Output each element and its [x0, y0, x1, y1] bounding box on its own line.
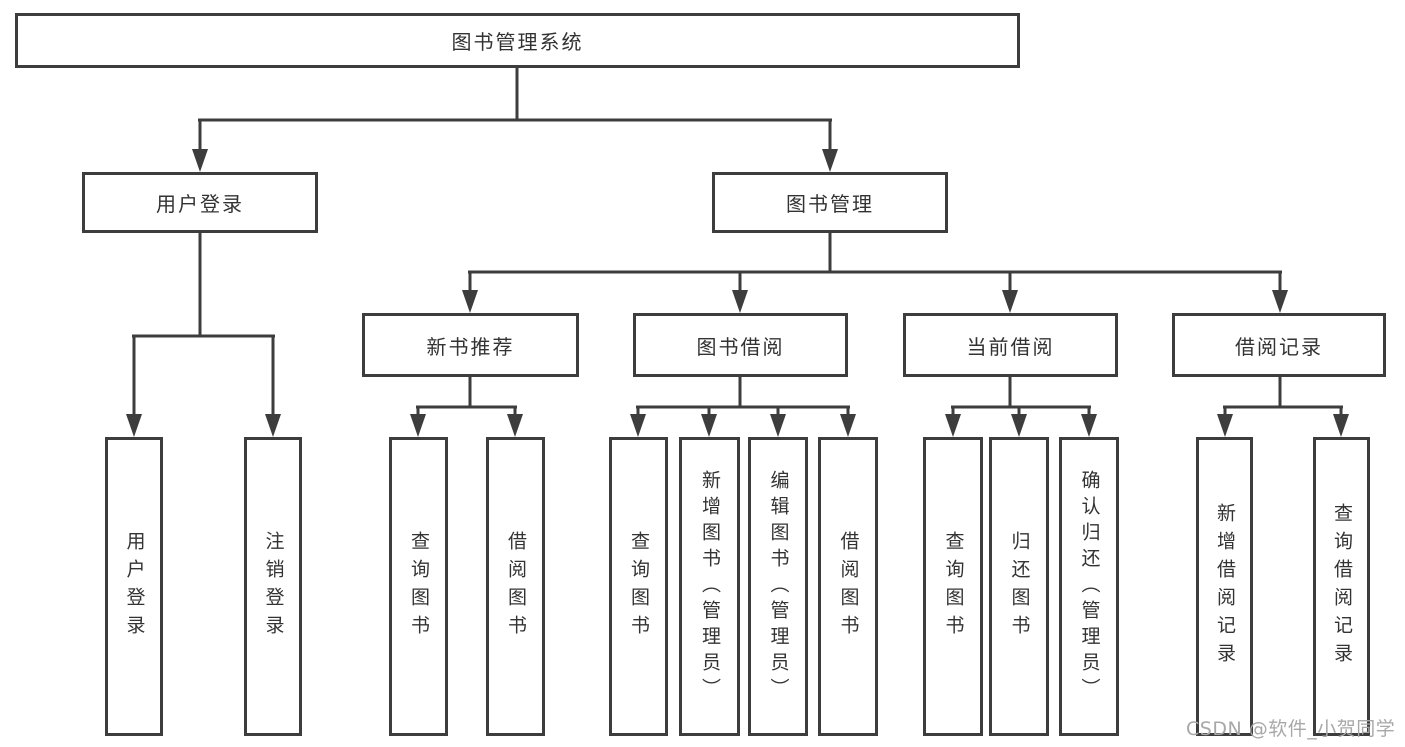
node-user-login: 用户登录	[82, 172, 318, 233]
node-root-library-system: 图书管理系统	[15, 13, 1020, 68]
node-root-label: 图书管理系统	[451, 30, 584, 54]
leaf-query-book-current-label: 查询图书	[942, 530, 965, 643]
arrowheads	[126, 149, 1349, 437]
leaf-logout: 注销登录	[244, 437, 302, 736]
leaf-user-login: 用户登录	[105, 437, 163, 736]
leaf-borrow-book-newbook: 借阅图书	[486, 437, 545, 736]
node-current-borrowing: 当前借阅	[903, 313, 1118, 377]
connector-newbook-to-leaves	[416, 377, 517, 417]
node-new-book-recommend-label: 新书推荐	[426, 334, 515, 359]
node-book-borrowing: 图书借阅	[633, 313, 848, 377]
leaf-query-book-borrowing-label: 查询图书	[628, 530, 650, 643]
leaf-query-book-borrowing: 查询图书	[609, 437, 668, 736]
leaf-add-borrow-record: 新增借阅记录	[1196, 437, 1253, 736]
leaf-borrow-book-borrowing-label: 借阅图书	[837, 530, 860, 643]
node-book-management-label: 图书管理	[786, 192, 874, 216]
leaf-add-book-admin: 新增图书（管理员）	[679, 437, 740, 736]
leaf-return-book-label: 归还图书	[1008, 530, 1031, 643]
node-borrowing-records-label: 借阅记录	[1235, 334, 1323, 359]
leaf-query-borrow-record-label: 查询借阅记录	[1331, 502, 1353, 671]
leaf-query-book-current: 查询图书	[923, 437, 983, 736]
node-user-login-label: 用户登录	[156, 192, 244, 216]
leaf-borrow-book-borrowing: 借阅图书	[818, 437, 878, 736]
leaf-edit-book-admin: 编辑图书（管理员）	[748, 437, 808, 736]
csdn-watermark: CSDN @软件_小贺同学	[1186, 718, 1396, 740]
leaf-add-borrow-record-label: 新增借阅记录	[1214, 502, 1236, 671]
node-borrowing-records: 借阅记录	[1172, 313, 1386, 377]
connector-userlogin-to-leaves	[132, 233, 275, 417]
connector-bookmgmt-to-level3	[468, 233, 1282, 293]
node-current-borrowing-label: 当前借阅	[966, 334, 1055, 359]
connector-root-to-level2	[198, 68, 832, 152]
connector-bookborrow-to-leaves	[636, 377, 850, 417]
leaf-query-book-newbook: 查询图书	[389, 437, 448, 736]
leaf-borrow-book-newbook-label: 借阅图书	[505, 530, 527, 643]
leaf-add-book-admin-label: 新增图书（管理员）	[699, 469, 721, 704]
leaf-edit-book-admin-label: 编辑图书（管理员）	[767, 469, 790, 704]
node-new-book-recommend: 新书推荐	[362, 313, 579, 377]
connector-borrowrecord-to-leaves	[1223, 377, 1343, 417]
leaf-logout-label: 注销登录	[262, 530, 285, 643]
connector-currentborrow-to-leaves	[951, 377, 1091, 417]
leaf-confirm-return-admin-label: 确认归还（管理员）	[1078, 469, 1101, 704]
leaf-return-book: 归还图书	[989, 437, 1049, 736]
leaf-query-borrow-record: 查询借阅记录	[1313, 437, 1370, 736]
leaf-confirm-return-admin: 确认归还（管理员）	[1059, 437, 1119, 736]
node-book-borrowing-label: 图书借阅	[696, 334, 785, 359]
leaf-user-login-label: 用户登录	[123, 530, 146, 643]
leaf-query-book-newbook-label: 查询图书	[408, 530, 430, 643]
node-book-management: 图书管理	[712, 172, 948, 233]
